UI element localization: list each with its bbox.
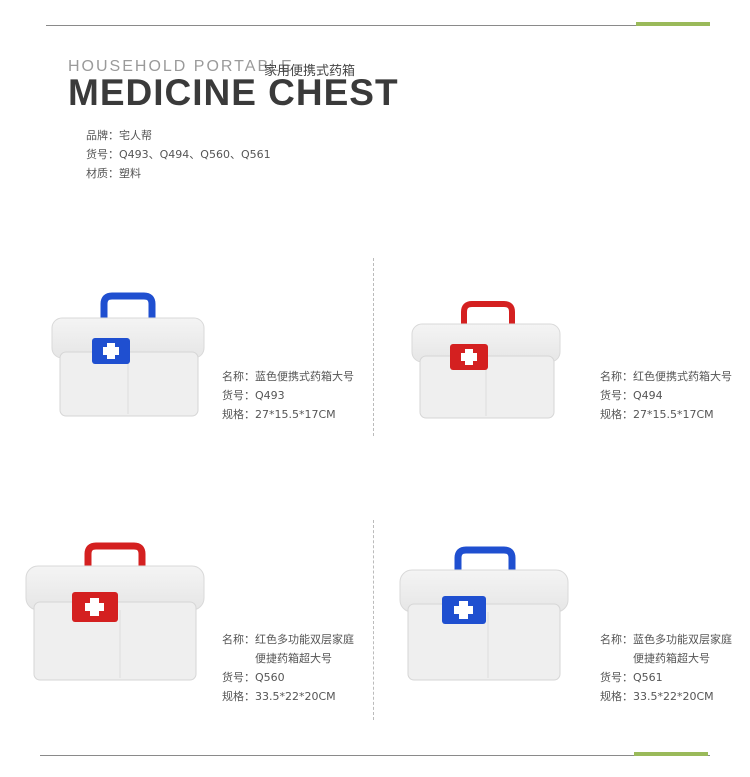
- product-item-no: 货号：Q561: [600, 671, 663, 684]
- subtitle-cn: 家用便携式药箱: [264, 64, 356, 79]
- bottom-rule: [40, 755, 710, 756]
- product-name: 名称：红色便携式药箱大号: [600, 370, 732, 383]
- product-size: 规格：27*15.5*17CM: [600, 408, 714, 421]
- product-name: 名称：蓝色多功能双层家庭: [600, 633, 732, 646]
- spec-brand: 品牌：宅人帮: [86, 129, 152, 142]
- divider-upper: [373, 258, 374, 436]
- spec-item-no: 货号：Q493、Q494、Q560、Q561: [86, 148, 271, 161]
- page-title: MEDICINE CHEST: [68, 72, 399, 113]
- product-image-q493: [51, 292, 205, 417]
- product-item-no: 货号：Q560: [222, 671, 285, 684]
- product-image-q560: [25, 542, 205, 681]
- product-size: 规格：27*15.5*17CM: [222, 408, 336, 421]
- divider-lower: [373, 520, 374, 720]
- product-name-line2: 便捷药箱超大号: [255, 652, 332, 665]
- product-size: 规格：33.5*22*20CM: [222, 690, 336, 703]
- product-item-no: 货号：Q494: [600, 389, 663, 402]
- top-accent-bar: [636, 22, 710, 26]
- spec-material: 材质：塑料: [86, 167, 141, 180]
- product-image-q494: [411, 301, 561, 419]
- product-info-q560: 名称：红色多功能双层家庭 便捷药箱超大号 货号：Q560 规格：33.5*22*…: [222, 630, 354, 706]
- product-name-line2: 便捷药箱超大号: [633, 652, 710, 665]
- subtitle-en: HOUSEHOLD PORTABLE: [68, 58, 294, 75]
- product-name: 名称：红色多功能双层家庭: [222, 633, 354, 646]
- product-info-q494: 名称：红色便携式药箱大号 货号：Q494 规格：27*15.5*17CM: [600, 367, 732, 424]
- product-size: 规格：33.5*22*20CM: [600, 690, 714, 703]
- product-item-no: 货号：Q493: [222, 389, 285, 402]
- product-info-q561: 名称：蓝色多功能双层家庭 便捷药箱超大号 货号：Q561 规格：33.5*22*…: [600, 630, 732, 706]
- top-rule: [46, 25, 710, 26]
- product-info-q493: 名称：蓝色便携式药箱大号 货号：Q493 规格：27*15.5*17CM: [222, 367, 354, 424]
- product-name: 名称：蓝色便携式药箱大号: [222, 370, 354, 383]
- bottom-accent-bar: [634, 752, 708, 756]
- product-image-q561: [399, 546, 569, 681]
